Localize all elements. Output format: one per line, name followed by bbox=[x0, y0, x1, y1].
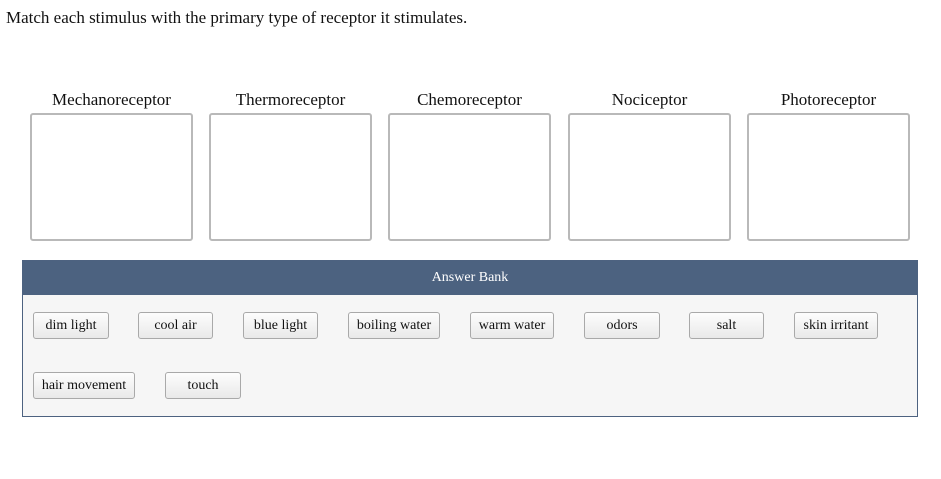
answer-chip-blue-light[interactable]: blue light bbox=[243, 312, 318, 339]
drop-zone-chemoreceptor[interactable] bbox=[388, 113, 551, 241]
answer-chip-odors[interactable]: odors bbox=[584, 312, 660, 339]
drop-zone-photoreceptor[interactable] bbox=[747, 113, 910, 241]
answer-chip-touch[interactable]: touch bbox=[165, 372, 241, 399]
category-thermoreceptor: Thermoreceptor bbox=[209, 90, 372, 241]
answer-chip-cool-air[interactable]: cool air bbox=[138, 312, 213, 339]
category-mechanoreceptor: Mechanoreceptor bbox=[30, 90, 193, 241]
category-label: Photoreceptor bbox=[780, 90, 877, 109]
answer-chip-dim-light[interactable]: dim light bbox=[33, 312, 109, 339]
category-chemoreceptor: Chemoreceptor bbox=[388, 90, 551, 241]
answer-bank-title: Answer Bank bbox=[23, 261, 917, 295]
category-nociceptor: Nociceptor bbox=[568, 90, 731, 241]
answer-chip-warm-water[interactable]: warm water bbox=[470, 312, 554, 339]
answer-chip-salt[interactable]: salt bbox=[689, 312, 764, 339]
drop-zone-mechanoreceptor[interactable] bbox=[30, 113, 193, 241]
drop-zone-thermoreceptor[interactable] bbox=[209, 113, 372, 241]
question-prompt: Match each stimulus with the primary typ… bbox=[6, 8, 468, 27]
category-label: Chemoreceptor bbox=[417, 90, 522, 109]
answer-bank: Answer Bank dim light cool air blue ligh… bbox=[22, 260, 918, 417]
category-label: Mechanoreceptor bbox=[52, 90, 171, 109]
answer-chip-boiling-water[interactable]: boiling water bbox=[348, 312, 440, 339]
category-label: Thermoreceptor bbox=[235, 90, 346, 109]
drop-zone-nociceptor[interactable] bbox=[568, 113, 731, 241]
answer-chip-hair-movement[interactable]: hair movement bbox=[33, 372, 135, 399]
category-photoreceptor: Photoreceptor bbox=[747, 90, 910, 241]
category-label: Nociceptor bbox=[611, 90, 688, 109]
answer-chip-skin-irritant[interactable]: skin irritant bbox=[794, 312, 878, 339]
